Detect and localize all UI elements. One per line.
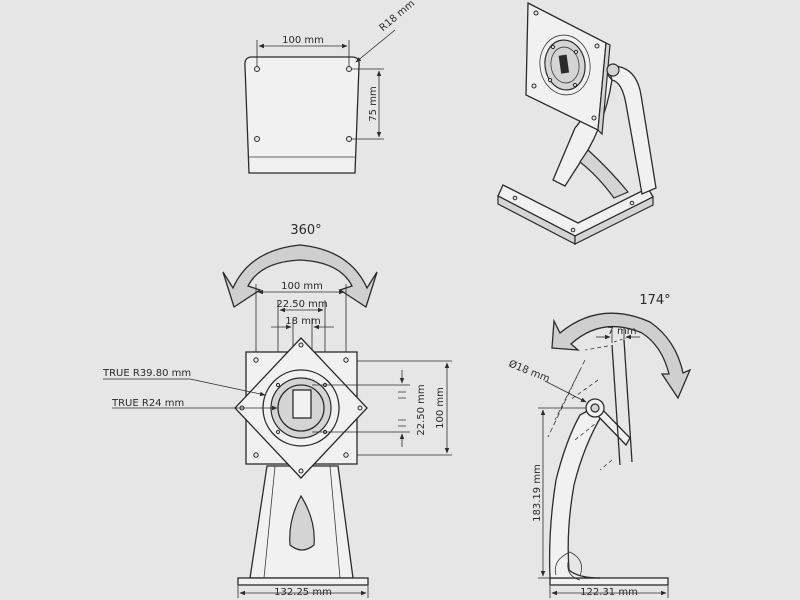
front-dim-true-r39: TRUE R39.80 mm bbox=[102, 368, 191, 379]
top-radius-dim: R18 mm bbox=[378, 0, 418, 34]
top-width-dim: 100 mm bbox=[282, 35, 324, 46]
tilt-label: 174° bbox=[639, 293, 670, 308]
top-plate-outline bbox=[244, 56, 360, 174]
front-dim-18: 18 mm bbox=[285, 316, 320, 327]
side-dim-7: 7 mm bbox=[607, 326, 636, 337]
side-dim-base: 122.31 mm bbox=[580, 587, 638, 598]
front-dim-true-r24: TRUE R24 mm bbox=[111, 398, 184, 409]
front-dim-100-top: 100 mm bbox=[281, 281, 323, 292]
top-view: 100 mm 75 mm R18 mm bbox=[244, 0, 418, 174]
front-dim-base: 132.25 mm bbox=[274, 587, 332, 598]
rotation-arrow-360 bbox=[222, 244, 378, 309]
front-dim-100-side: 100 mm bbox=[435, 387, 446, 429]
isometric-view bbox=[497, 1, 657, 245]
hole bbox=[346, 66, 352, 72]
side-dim-height: 183.19 mm bbox=[532, 464, 543, 522]
hole bbox=[254, 136, 260, 142]
rotation-label: 360° bbox=[290, 223, 321, 238]
front-dim-22-50-side: 22.50 mm bbox=[416, 384, 427, 435]
hole bbox=[346, 136, 352, 142]
side-arm bbox=[548, 404, 603, 579]
front-dim-22-50-top: 22.50 mm bbox=[276, 299, 327, 310]
tilt-arrow-174 bbox=[551, 312, 692, 400]
side-base-plate bbox=[549, 577, 669, 586]
side-view: 174° 7 mm Ø18 mm 183.19 bbox=[507, 293, 692, 598]
side-dim-dia18: Ø18 mm bbox=[507, 358, 552, 385]
front-stand-slot bbox=[289, 494, 315, 551]
front-view: 360° 100 mm 22.50 mm 18 mm bbox=[102, 223, 452, 598]
hole bbox=[254, 66, 260, 72]
front-base-plate bbox=[237, 577, 369, 586]
top-height-dim: 75 mm bbox=[368, 86, 379, 121]
iso-arm-back bbox=[607, 65, 657, 195]
iso-knob bbox=[606, 63, 620, 77]
